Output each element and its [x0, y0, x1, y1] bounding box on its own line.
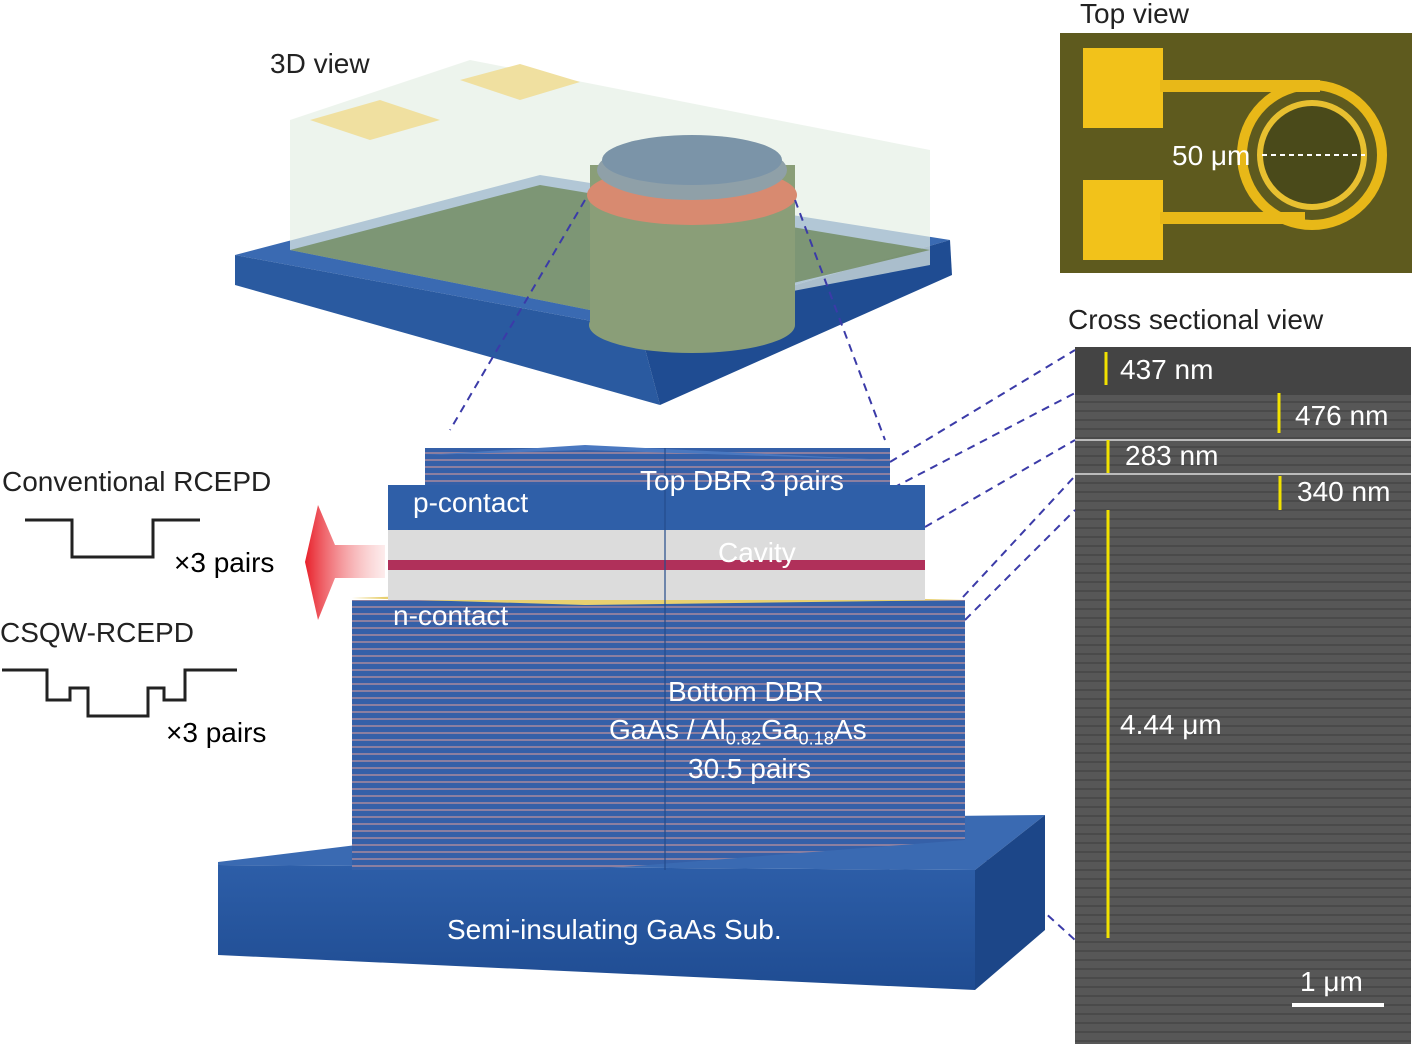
top-dbr-label: Top DBR 3 pairs	[640, 465, 844, 496]
main-device-stack	[218, 445, 1045, 990]
cross-section-sem	[889, 347, 1411, 1044]
measurement-476nm: 476 nm	[1295, 400, 1389, 431]
csqw-rcepd-title: CSQW-RCEPD	[0, 617, 194, 648]
scale-bar-label: 1 μm	[1300, 966, 1363, 997]
p-contact-label: p-contact	[413, 487, 529, 518]
composition-prefix: GaAs / Al	[609, 714, 726, 745]
composition-sub1: 0.82	[725, 728, 762, 749]
measurement-340nm: 340 nm	[1297, 476, 1391, 507]
conventional-rcepd-title: Conventional RCEPD	[2, 466, 272, 497]
measurement-437nm: 437 nm	[1120, 354, 1214, 385]
measurement-4-44um: 4.44 μm	[1120, 709, 1222, 740]
3d-view-title: 3D view	[270, 48, 370, 79]
cavity-label: Cavity	[718, 537, 796, 568]
measurement-283nm: 283 nm	[1125, 440, 1219, 471]
csqw-pairs-label: ×3 pairs	[166, 717, 267, 748]
band-diagrams	[2, 518, 237, 718]
composition-suffix: As	[833, 714, 867, 745]
top-view-scale-label: 50 μm	[1172, 140, 1251, 171]
composition-sub2: 0.18	[798, 728, 834, 749]
n-contact-label: n-contact	[393, 600, 509, 631]
bottom-dbr-composition: GaAs / Al0.82Ga0.18As	[609, 716, 867, 748]
3d-view-device	[235, 60, 952, 441]
top-view-micrograph	[1060, 33, 1412, 273]
conventional-band-diagram	[25, 518, 200, 559]
conventional-pairs-label: ×3 pairs	[174, 547, 275, 578]
composition-mid: Ga	[761, 714, 799, 745]
top-view-title: Top view	[1080, 0, 1189, 29]
substrate-label: Semi-insulating GaAs Sub.	[447, 914, 782, 945]
bottom-dbr-title: Bottom DBR	[668, 676, 824, 707]
cross-section-title: Cross sectional view	[1068, 304, 1324, 335]
bottom-dbr-pairs: 30.5 pairs	[688, 753, 811, 784]
csqw-band-diagram	[2, 668, 237, 718]
emission-arrow-icon	[305, 505, 385, 620]
